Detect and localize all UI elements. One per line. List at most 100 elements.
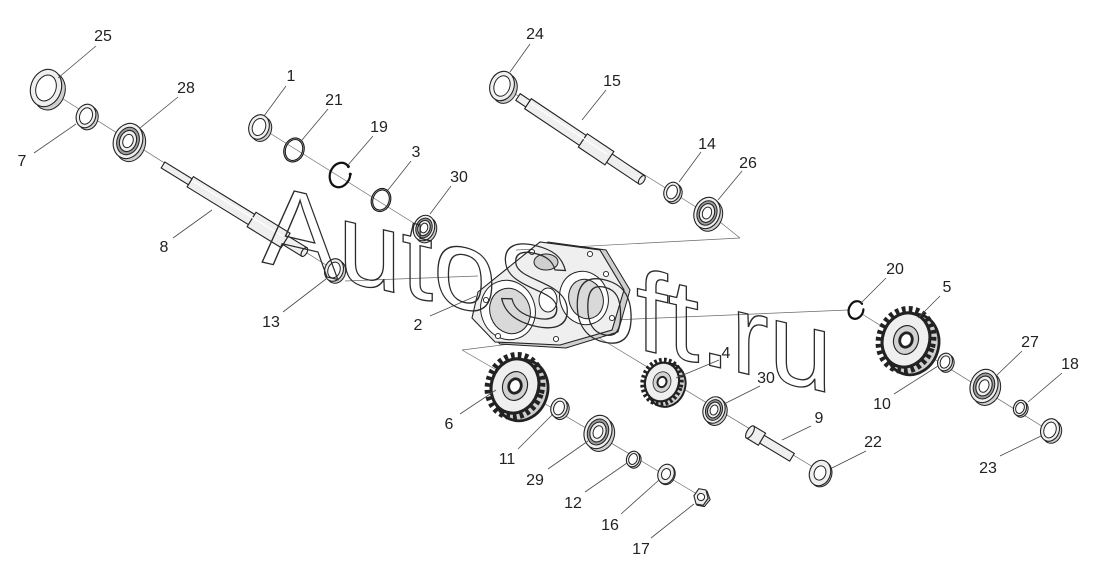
callout-2: 2 bbox=[414, 317, 423, 334]
leader-line-8 bbox=[172, 209, 213, 239]
callout-15: 15 bbox=[603, 73, 621, 90]
callout-5: 5 bbox=[943, 279, 952, 296]
callout-6: 6 bbox=[445, 416, 454, 433]
bolt-hole bbox=[494, 332, 502, 340]
housing-bore-left-inner bbox=[489, 287, 531, 335]
shaft-end bbox=[160, 161, 193, 186]
leader-line-22 bbox=[831, 450, 867, 469]
leader-line-20 bbox=[860, 277, 887, 304]
axis-line bbox=[344, 275, 479, 282]
callout-labels: 25 28 7 1 21 19 3 30 8 13 24 15 14 26 2 … bbox=[18, 26, 1079, 558]
leader-lines bbox=[33, 43, 1063, 539]
callout-29: 29 bbox=[526, 472, 544, 489]
callout-30-lower: 30 bbox=[757, 370, 775, 387]
leader-line-30-lower bbox=[723, 385, 761, 405]
callout-12: 12 bbox=[564, 495, 582, 512]
callout-4: 4 bbox=[722, 345, 731, 362]
housing-2 bbox=[471, 241, 631, 349]
callout-26: 26 bbox=[739, 155, 757, 172]
leader-line-12 bbox=[584, 462, 628, 493]
leader-line-10 bbox=[893, 365, 939, 395]
callout-9: 9 bbox=[815, 410, 824, 427]
leader-line-17 bbox=[650, 503, 695, 539]
leader-line-9 bbox=[781, 425, 812, 441]
callout-7: 7 bbox=[18, 153, 27, 170]
leader-line-14 bbox=[678, 151, 702, 183]
callout-22: 22 bbox=[864, 434, 882, 451]
callout-25: 25 bbox=[94, 28, 112, 45]
shaft-highlight bbox=[192, 180, 284, 238]
bearing-26 bbox=[688, 192, 729, 236]
pin-head-face bbox=[745, 425, 755, 439]
callout-19: 19 bbox=[370, 119, 388, 136]
axis-line bbox=[611, 309, 849, 321]
ring-1 bbox=[244, 111, 277, 146]
callout-3: 3 bbox=[412, 144, 421, 161]
callout-16: 16 bbox=[601, 517, 619, 534]
bolt-hole bbox=[482, 296, 490, 304]
leader-line-30-upper bbox=[429, 185, 452, 215]
washer-16 bbox=[654, 461, 679, 488]
leader-line-5 bbox=[917, 295, 941, 319]
callout-27: 27 bbox=[1021, 334, 1039, 351]
callout-11: 11 bbox=[499, 451, 516, 468]
bolt-hole bbox=[608, 314, 616, 322]
callout-30-upper: 30 bbox=[450, 169, 468, 186]
callout-20: 20 bbox=[886, 261, 904, 278]
leader-line-21 bbox=[301, 108, 329, 141]
leader-line-13 bbox=[282, 278, 327, 313]
callout-28: 28 bbox=[177, 80, 195, 97]
washer-22 bbox=[804, 456, 837, 491]
leader-line-4 bbox=[675, 359, 720, 379]
ring-18 bbox=[1010, 397, 1031, 420]
callout-21: 21 bbox=[325, 92, 343, 109]
leader-line-6 bbox=[459, 389, 497, 415]
leader-line-18 bbox=[1027, 372, 1063, 403]
callout-8: 8 bbox=[160, 239, 169, 256]
bolt-hole bbox=[602, 270, 610, 278]
housing-bore-right-inner bbox=[568, 278, 604, 320]
callout-17: 17 bbox=[632, 541, 650, 558]
leader-line-11 bbox=[517, 413, 554, 450]
nut-17 bbox=[691, 487, 713, 508]
ring-14 bbox=[660, 179, 686, 207]
bolt-hole bbox=[586, 250, 594, 258]
leader-line-23 bbox=[999, 435, 1042, 457]
bearing-29 bbox=[577, 410, 621, 457]
ring-23 bbox=[1036, 415, 1066, 447]
leader-line-16 bbox=[620, 479, 660, 515]
leader-line-28 bbox=[139, 96, 179, 129]
gear-6 bbox=[480, 349, 557, 428]
pin-body bbox=[758, 434, 796, 462]
leader-line-24 bbox=[509, 43, 531, 73]
axis-line bbox=[719, 221, 741, 239]
leader-line-3 bbox=[387, 160, 412, 191]
bearing-28 bbox=[106, 118, 153, 167]
parts bbox=[23, 63, 1066, 508]
callout-10: 10 bbox=[873, 396, 891, 413]
leader-line-1 bbox=[263, 85, 287, 117]
leader-line-7 bbox=[33, 123, 77, 154]
bearing-30-lower bbox=[698, 392, 733, 430]
axis-line bbox=[461, 349, 501, 373]
shaft-15 bbox=[515, 92, 646, 185]
bolt-hole bbox=[552, 335, 560, 343]
gear-5 bbox=[871, 303, 948, 382]
callout-13: 13 bbox=[262, 314, 280, 331]
o-ring-21 bbox=[279, 134, 309, 166]
ring-7 bbox=[71, 100, 103, 134]
leader-line-27 bbox=[995, 350, 1023, 377]
shaft-end-face bbox=[300, 246, 309, 257]
leader-line-2 bbox=[429, 295, 477, 317]
callout-24: 24 bbox=[526, 26, 544, 43]
housing-center-bore bbox=[538, 287, 558, 313]
axis-line bbox=[267, 131, 421, 228]
callout-14: 14 bbox=[698, 136, 716, 153]
pin-9 bbox=[745, 425, 796, 462]
leader-line-29 bbox=[547, 440, 589, 470]
callout-23: 23 bbox=[979, 460, 997, 477]
callout-18: 18 bbox=[1061, 356, 1079, 373]
circlip-20 bbox=[845, 298, 868, 323]
leader-line-26 bbox=[717, 170, 743, 201]
